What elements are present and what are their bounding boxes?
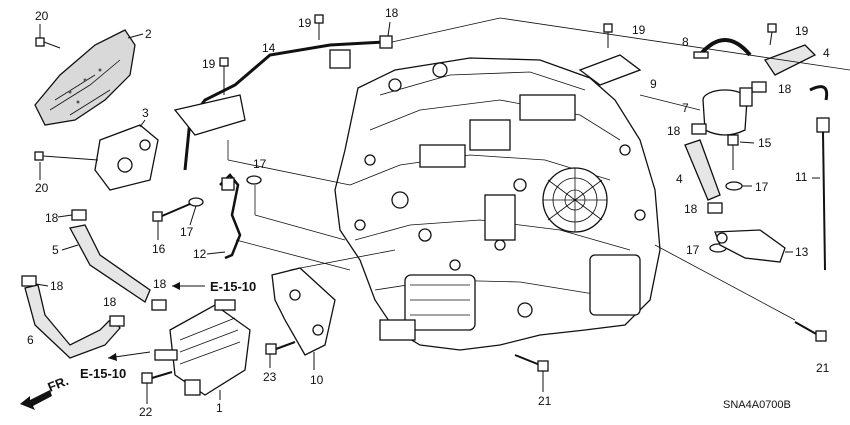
callout-11: 11 xyxy=(795,170,808,184)
clip-18-g xyxy=(21,275,37,287)
reference-lower[interactable]: E-15-10 xyxy=(80,351,151,381)
bolt-21-right xyxy=(794,321,827,342)
part-11-dipstick xyxy=(809,85,830,271)
part-5-hose xyxy=(69,224,151,303)
washer-17-d xyxy=(188,197,204,207)
reference-upper[interactable]: E-15-10 xyxy=(172,279,256,294)
callout-18-a: 18 xyxy=(385,6,399,20)
bolt-19-d xyxy=(767,23,777,46)
callout-2: 2 xyxy=(145,27,152,41)
callout-18-h: 18 xyxy=(103,295,117,309)
clip-18-b xyxy=(751,81,767,93)
front-direction-arrow: FR. xyxy=(20,373,71,410)
bolt-22 xyxy=(141,371,173,384)
part-14-pipe xyxy=(173,35,393,171)
callout-20-upper: 20 xyxy=(35,9,49,23)
part-15-bolt xyxy=(727,134,755,170)
callout-16: 16 xyxy=(152,242,166,256)
transmission-case xyxy=(334,57,661,351)
part-4-hose-upper xyxy=(764,44,817,76)
part-13-bracket xyxy=(714,229,786,263)
bolt-19-c xyxy=(603,23,613,48)
part-8-clamp xyxy=(693,38,752,59)
reference-label-lower[interactable]: E-15-10 xyxy=(80,366,126,381)
callout-23: 23 xyxy=(263,370,277,384)
callout-8: 8 xyxy=(682,35,689,49)
callout-18-d: 18 xyxy=(684,202,698,216)
part-12-line xyxy=(219,173,242,260)
bolt-16 xyxy=(152,203,191,222)
part-10-bracket xyxy=(271,267,336,356)
callout-18-f: 18 xyxy=(153,277,167,291)
callout-22: 22 xyxy=(139,405,153,419)
part-9-bracket xyxy=(578,54,642,86)
callout-14: 14 xyxy=(262,41,276,55)
callout-3: 3 xyxy=(142,106,149,120)
washer-17-c xyxy=(246,175,262,185)
callout-17-d: 17 xyxy=(180,225,194,239)
bolt-19-a xyxy=(314,14,324,40)
callout-19-a: 19 xyxy=(298,16,312,30)
clip-18-d xyxy=(707,202,723,214)
callout-4-a: 4 xyxy=(823,46,830,60)
callout-10: 10 xyxy=(310,373,324,387)
clip-18-c xyxy=(691,123,707,135)
callout-5: 5 xyxy=(52,243,59,257)
bolt-20-upper xyxy=(35,37,61,49)
callout-15: 15 xyxy=(758,136,772,150)
reference-label-upper[interactable]: E-15-10 xyxy=(210,279,256,294)
callout-17-c: 17 xyxy=(253,157,267,171)
callout-19-c: 19 xyxy=(632,23,646,37)
part-3-bracket xyxy=(94,124,159,191)
callout-19-d: 19 xyxy=(795,24,809,38)
bolt-19-b xyxy=(219,57,229,95)
callout-21-bottom: 21 xyxy=(538,394,552,408)
callout-1: 1 xyxy=(216,401,223,415)
callout-18-g: 18 xyxy=(50,279,64,293)
part-1-cooler xyxy=(154,299,251,396)
callout-19-b: 19 xyxy=(202,57,216,71)
part-4-hose-lower xyxy=(684,139,721,201)
callout-18-e: 18 xyxy=(45,211,59,225)
callout-12: 12 xyxy=(193,247,207,261)
callout-18-c: 18 xyxy=(667,124,681,138)
clip-18-f xyxy=(151,299,167,311)
callout-9: 9 xyxy=(650,77,657,91)
front-label: FR. xyxy=(46,373,71,395)
callout-6: 6 xyxy=(27,333,34,347)
callout-17-a: 17 xyxy=(755,180,769,194)
part-2-heat-shield xyxy=(34,29,136,126)
callout-4-b: 4 xyxy=(676,172,683,186)
leader-lines xyxy=(227,17,850,321)
callout-18-b: 18 xyxy=(778,82,792,96)
callout-17-b: 17 xyxy=(686,243,700,257)
bolt-23 xyxy=(265,341,296,355)
clip-18-h xyxy=(109,315,125,327)
clip-18-e xyxy=(71,209,87,221)
bolt-21-bottom xyxy=(514,354,549,372)
callout-13: 13 xyxy=(795,245,809,259)
callout-21-right: 21 xyxy=(816,361,830,375)
diagram-code: SNA4A0700B xyxy=(723,399,791,411)
part-7-filter xyxy=(702,87,753,136)
callout-20-lower: 20 xyxy=(35,181,49,195)
callout-7: 7 xyxy=(682,101,689,115)
bolt-20-lower xyxy=(34,151,99,161)
washer-17-a xyxy=(725,181,752,191)
